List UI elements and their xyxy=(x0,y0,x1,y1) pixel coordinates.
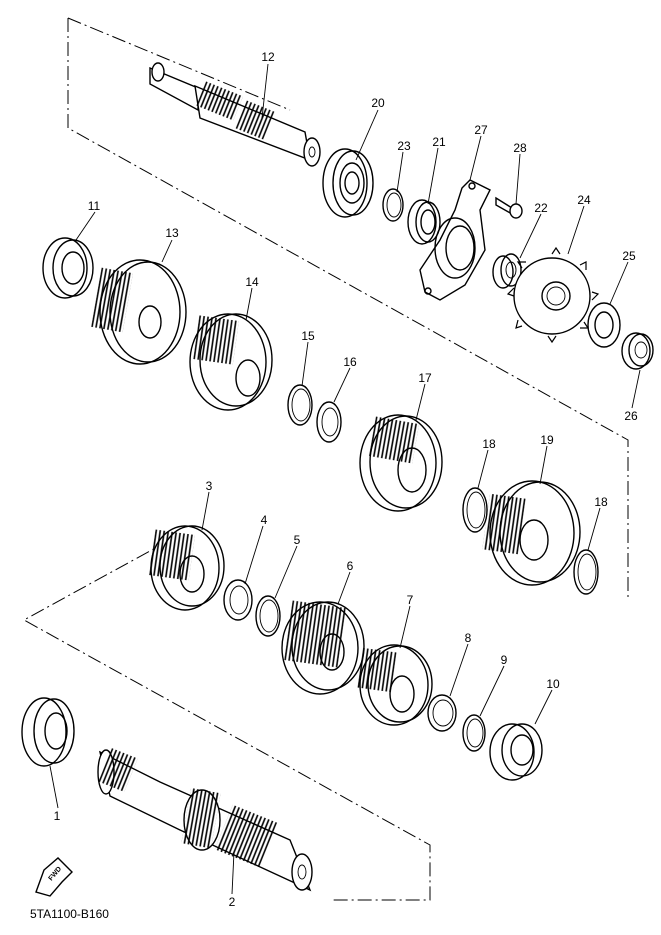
callout-25: 25 xyxy=(622,249,636,263)
part-10-bearing xyxy=(489,723,543,781)
part-18-circlip-upper xyxy=(462,487,488,533)
callout-14: 14 xyxy=(245,275,259,289)
part-27-retainer-plate xyxy=(419,179,491,301)
callout-10: 10 xyxy=(546,677,560,691)
part-3-gear xyxy=(148,525,225,611)
diagram-code: 5TA1100-B160 xyxy=(30,907,109,921)
callout-19: 19 xyxy=(540,433,554,447)
callout-22: 22 xyxy=(534,201,548,215)
part-13-gear xyxy=(91,259,187,365)
part-14-gear xyxy=(189,313,273,411)
part-6-gear xyxy=(281,600,365,695)
callout-28: 28 xyxy=(513,141,527,155)
part-19-gear xyxy=(482,480,581,586)
callout-18-right: 18 xyxy=(594,495,608,509)
part-1-bearing xyxy=(21,697,75,767)
part-11-bearing xyxy=(42,237,94,299)
callout-5: 5 xyxy=(294,533,301,547)
part-16-washer xyxy=(316,401,342,443)
part-number-callouts: 12 20 23 21 27 28 22 24 25 26 11 13 14 1… xyxy=(54,50,638,909)
callout-21: 21 xyxy=(432,135,446,149)
callout-8: 8 xyxy=(465,631,472,645)
forward-direction-icon: FWD xyxy=(35,857,73,897)
part-2-drive-axle xyxy=(97,748,313,892)
part-8-washer xyxy=(427,694,457,732)
callout-24: 24 xyxy=(577,193,591,207)
callout-1: 1 xyxy=(54,809,61,823)
callout-16: 16 xyxy=(343,355,357,369)
callout-23: 23 xyxy=(397,139,411,153)
callout-12: 12 xyxy=(261,50,275,64)
part-17-gear xyxy=(359,414,443,512)
part-25-lock-washer xyxy=(587,302,621,348)
lower-shaft-assembly-frame xyxy=(22,539,431,901)
upper-shaft-assembly-frame xyxy=(67,17,629,598)
part-7-gear xyxy=(357,644,433,726)
part-20-bearing xyxy=(322,148,374,218)
callout-2: 2 xyxy=(229,895,236,909)
callout-27: 27 xyxy=(474,123,488,137)
part-18-circlip-right xyxy=(573,549,599,595)
part-12-main-axle xyxy=(149,62,321,167)
part-9-circlip xyxy=(462,714,486,752)
callout-17: 17 xyxy=(418,371,432,385)
callout-11: 11 xyxy=(88,199,101,213)
part-21-oil-seal xyxy=(407,199,441,245)
callout-15: 15 xyxy=(301,329,315,343)
part-24-drive-sprocket xyxy=(506,246,600,344)
part-5-circlip xyxy=(255,595,281,637)
callout-3: 3 xyxy=(206,479,213,493)
callout-18-upper: 18 xyxy=(482,437,496,451)
callout-6: 6 xyxy=(347,559,354,573)
part-15-circlip xyxy=(287,384,313,426)
part-26-nut xyxy=(621,332,654,370)
callout-9: 9 xyxy=(501,653,508,667)
callout-4: 4 xyxy=(261,513,268,527)
callout-7: 7 xyxy=(407,593,414,607)
callout-13: 13 xyxy=(165,226,179,240)
part-23-circlip xyxy=(382,188,404,222)
callout-26: 26 xyxy=(624,409,638,423)
callout-20: 20 xyxy=(371,96,385,110)
leader-lines xyxy=(49,63,641,895)
part-4-washer xyxy=(223,579,253,621)
part-28-bolt xyxy=(495,196,523,219)
part-22-collar xyxy=(492,253,522,289)
